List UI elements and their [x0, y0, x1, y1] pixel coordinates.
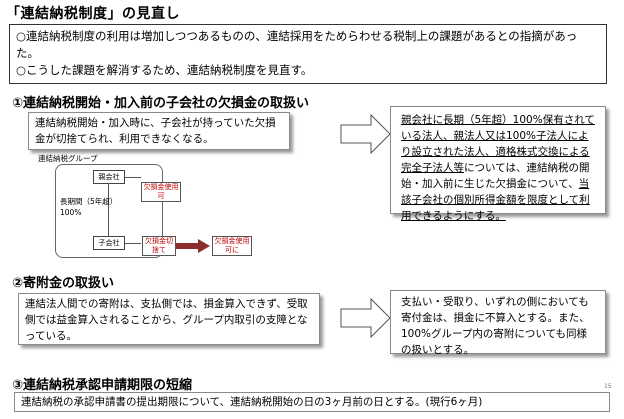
child-loss-usable-callout: 欠損金使用可に [212, 236, 252, 256]
consolidated-group-frame [55, 164, 163, 258]
summary-line-1: ○連結納税制度の利用は増加しつつあるものの、連結採用をためらわせる税制上の課題が… [16, 29, 578, 60]
solution-middle: については、連結納税の開始・加入前に生じた欠損金について、 [401, 162, 590, 190]
child-company-node: 子会社 [93, 236, 125, 250]
cut-to-usable-arrow-icon [176, 239, 210, 253]
section2-problem-box: 連結法人間での寄附は、支払側では、損金算入できず、受取側では益金算入されることか… [18, 293, 320, 345]
parent-callout-connector [125, 177, 141, 178]
solution-underlined-2: 当該子会社の個別所得金額を限度として利用できるようにする。 [401, 178, 590, 222]
section2-heading: ②寄附金の取扱い [12, 276, 115, 291]
period-label: 長期間（5年超） [60, 197, 118, 206]
section3-box: 連結納税の承認申請書の提出期限について、連結納税開始の日の3ヶ月前の日とする。(… [14, 392, 610, 412]
section1-solution-box: 親会社に長期（5年超）100%保有されている法人、親法人又は100%子法人により… [390, 106, 606, 222]
parent-loss-usable-callout: 欠損金使用可 [141, 182, 181, 202]
child-callout-connector [125, 243, 141, 244]
section1-problem-box: 連結納税開始・加入時に、子会社が持っていた欠損金が切捨てられ、利用できなくなる。 [28, 112, 290, 150]
ownership-line [108, 184, 109, 236]
group-label: 連結納税グループ [38, 154, 98, 163]
section1-heading: ①連結納税開始・加入前の子会社の欠損金の取扱い [12, 96, 310, 111]
summary-line-2: ○こうした課題を解消するため、連結納税制度を見直す。 [16, 63, 313, 77]
section1-arrow-icon [340, 113, 391, 155]
page-number: 15 [604, 383, 612, 390]
ownership-percent: 100% [60, 208, 82, 217]
section3-heading: ③連結納税承認申請期限の短縮 [12, 378, 193, 393]
parent-company-node: 親会社 [93, 170, 125, 184]
section2-arrow-icon [340, 297, 391, 339]
solution-underlined-1: 親会社に長期（5年超）100%保有されている法人、親法人又は100%子法人により… [401, 114, 595, 174]
page-title: 「連結納税制度」の見直し [6, 6, 180, 22]
section2-solution-box: 支払い・受取り、いずれの側においても寄付金は、損金に不算入とする。また、100%… [390, 290, 606, 356]
child-loss-cut-callout: 欠損金切捨て [142, 236, 176, 256]
summary-box: ○連結納税制度の利用は増加しつつあるものの、連結採用をためらわせる税制上の課題が… [9, 24, 607, 84]
